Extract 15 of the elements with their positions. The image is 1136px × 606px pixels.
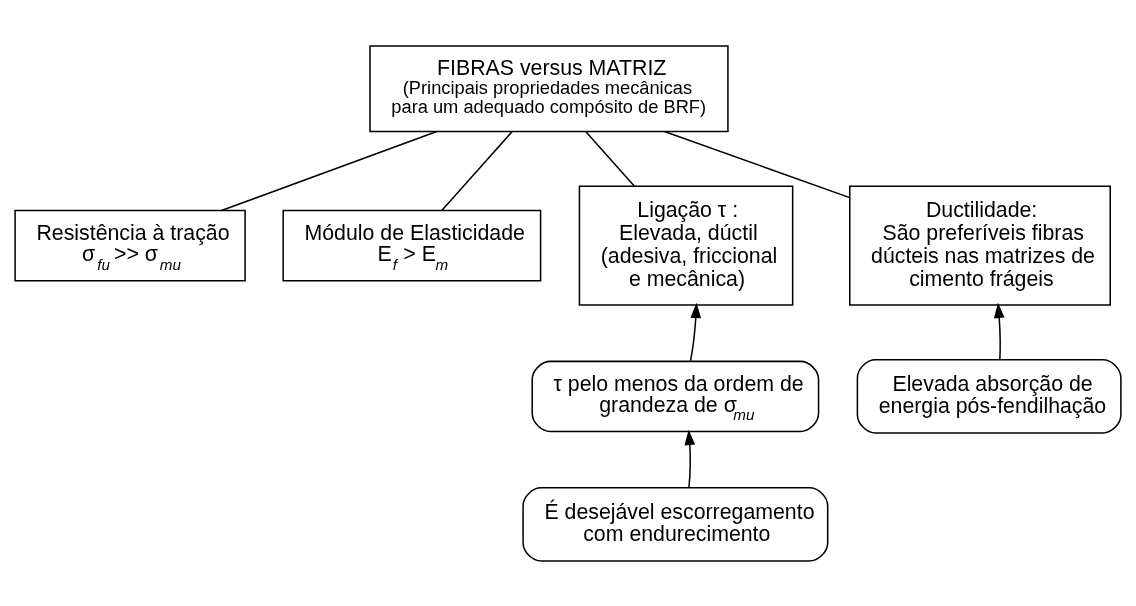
arrow xyxy=(684,429,696,488)
node-box: Resistência à tração σ$_{fu}$ >> σ$_{mu}$ xyxy=(14,209,246,281)
node-box: τ pelo menos da ordem de grandeza de σ$_{mu}$ xyxy=(531,360,820,432)
connector xyxy=(663,130,851,198)
connector xyxy=(441,130,513,211)
connector xyxy=(584,130,635,187)
node-box: FIBRAS versus MATRIZ (Principais propriedades mecânicas para um adequado compósito de BRF) xyxy=(369,44,729,132)
node-box: Elevada absorção de energia pós-fendilhação xyxy=(856,358,1122,434)
node-box: Ductilidade: São preferíveis fibras dúcteis nas matrizes de cimento frágeis xyxy=(849,184,1111,306)
arrow xyxy=(689,302,702,362)
node-box: Módulo de Elasticidade E$_{f}$ > E$_{m}$ xyxy=(282,209,542,281)
node-box: É desejável escorregamento com endurecimento xyxy=(522,486,829,562)
arrow xyxy=(993,302,1005,360)
node-box: Ligação τ : Elevada, dúctil (adesiva, friccional e mecânica) xyxy=(578,184,794,306)
connector xyxy=(220,130,438,211)
